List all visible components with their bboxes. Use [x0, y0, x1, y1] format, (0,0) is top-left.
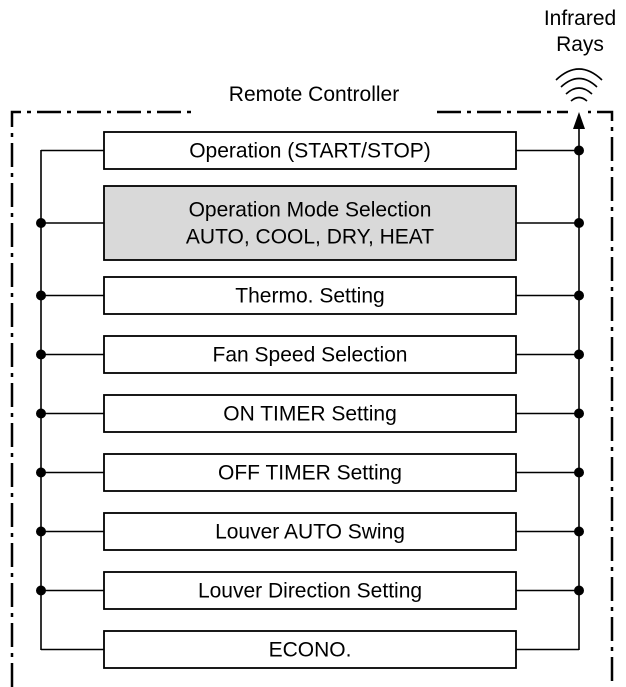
function-label: Operation (START/STOP): [189, 140, 431, 163]
function-label: ECONO.: [269, 639, 352, 662]
infrared-waves-icon: [555, 68, 603, 102]
function-label: Operation Mode Selection: [189, 199, 432, 222]
function-label: Louver AUTO Swing: [215, 521, 405, 544]
infrared-label-line2: Rays: [556, 33, 604, 56]
function-box: [103, 185, 517, 261]
diagram-title: Remote Controller: [229, 83, 399, 106]
left-junction-dot: [36, 218, 46, 228]
function-label: Fan Speed Selection: [213, 344, 408, 367]
function-label: ON TIMER Setting: [223, 403, 397, 426]
function-box: [103, 512, 517, 551]
right-junction-dot: [574, 526, 584, 537]
right-junction-dot: [574, 408, 584, 419]
function-box: [103, 335, 517, 374]
left-junction-dot: [36, 290, 46, 301]
function-box: [103, 131, 517, 170]
output-arrow-icon: [573, 112, 585, 129]
function-label: AUTO, COOL, DRY, HEAT: [186, 226, 434, 249]
left-junction-dot: [36, 585, 46, 596]
function-box: [103, 276, 517, 315]
left-junction-dot: [36, 467, 46, 478]
right-junction-dot: [574, 290, 584, 301]
function-box: [103, 571, 517, 610]
left-junction-dot: [36, 349, 46, 360]
right-junction-dot: [574, 145, 584, 156]
function-box: [103, 453, 517, 492]
remote-controller-frame: [10, 110, 614, 687]
right-junction-dot: [574, 467, 584, 478]
right-junction-dot: [574, 349, 584, 360]
left-junction-dot: [36, 408, 46, 419]
function-label: Louver Direction Setting: [198, 580, 422, 603]
right-junction-dot: [574, 585, 584, 596]
right-junction-dot: [574, 218, 584, 228]
function-label: OFF TIMER Setting: [218, 462, 402, 485]
function-box: [103, 630, 517, 669]
infrared-label-line1: Infrared: [544, 7, 616, 30]
function-label: Thermo. Setting: [235, 285, 384, 308]
function-box: [103, 394, 517, 433]
left-junction-dot: [36, 526, 46, 537]
